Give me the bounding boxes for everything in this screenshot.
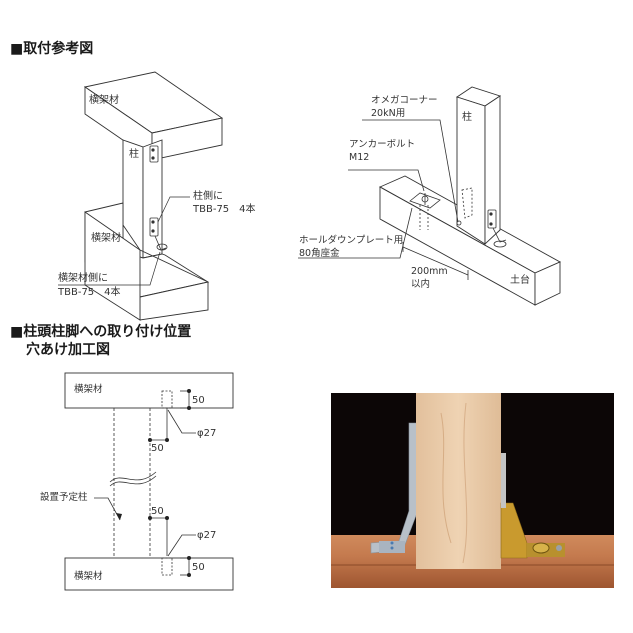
dim-offset-bottom: 50 <box>151 506 164 517</box>
note-distance-line2: 以内 <box>411 279 431 290</box>
label-top-beam: 横架材 <box>74 384 103 395</box>
note-column-side-line2: TBB-75 4本 <box>193 204 256 215</box>
product-photo <box>331 393 614 588</box>
note-anchor-bolt-line2: M12 <box>349 152 370 163</box>
label-bottom-beam: 横架材 <box>74 571 103 582</box>
note-washer-line2: 80角座金 <box>299 248 340 259</box>
note-washer-line1: ホールダウンプレート用 <box>299 235 404 246</box>
label-bottom-beam: 横架材 <box>91 233 121 244</box>
photo-illustration <box>331 393 614 588</box>
label-column: 柱 <box>129 149 139 160</box>
label-sill: 土台 <box>510 275 530 286</box>
section-title-mounting-reference: ■取付参考図 <box>10 41 94 57</box>
dim-depth-bottom: 50 <box>192 562 205 573</box>
note-column-side-line1: 柱側に <box>193 191 223 202</box>
label-planned-column: 設置予定柱 <box>40 492 88 503</box>
note-beam-side-line2: TBB-75 4本 <box>58 287 121 298</box>
note-distance-line1: 200mm <box>411 266 448 277</box>
dim-offset-top: 50 <box>151 443 164 454</box>
note-omega-corner-line2: 20kN用 <box>371 108 406 119</box>
dim-hole-top: φ27 <box>197 428 217 439</box>
note-anchor-bolt-line1: アンカーボルト <box>349 139 416 150</box>
label-top-beam-1: 横架材 <box>89 95 119 106</box>
note-omega-corner-line1: オメガコーナー <box>371 95 438 106</box>
section-subtitle-drilling-drawing: 穴あけ加工図 <box>26 342 110 358</box>
dim-hole-bottom: φ27 <box>197 530 217 541</box>
label-column-right: 柱 <box>462 112 472 123</box>
dim-depth-top: 50 <box>192 395 205 406</box>
note-beam-side-line1: 横架材側に <box>58 273 108 284</box>
section-title-mounting-position: ■柱頭柱脚への取り付け位置 <box>10 324 192 340</box>
